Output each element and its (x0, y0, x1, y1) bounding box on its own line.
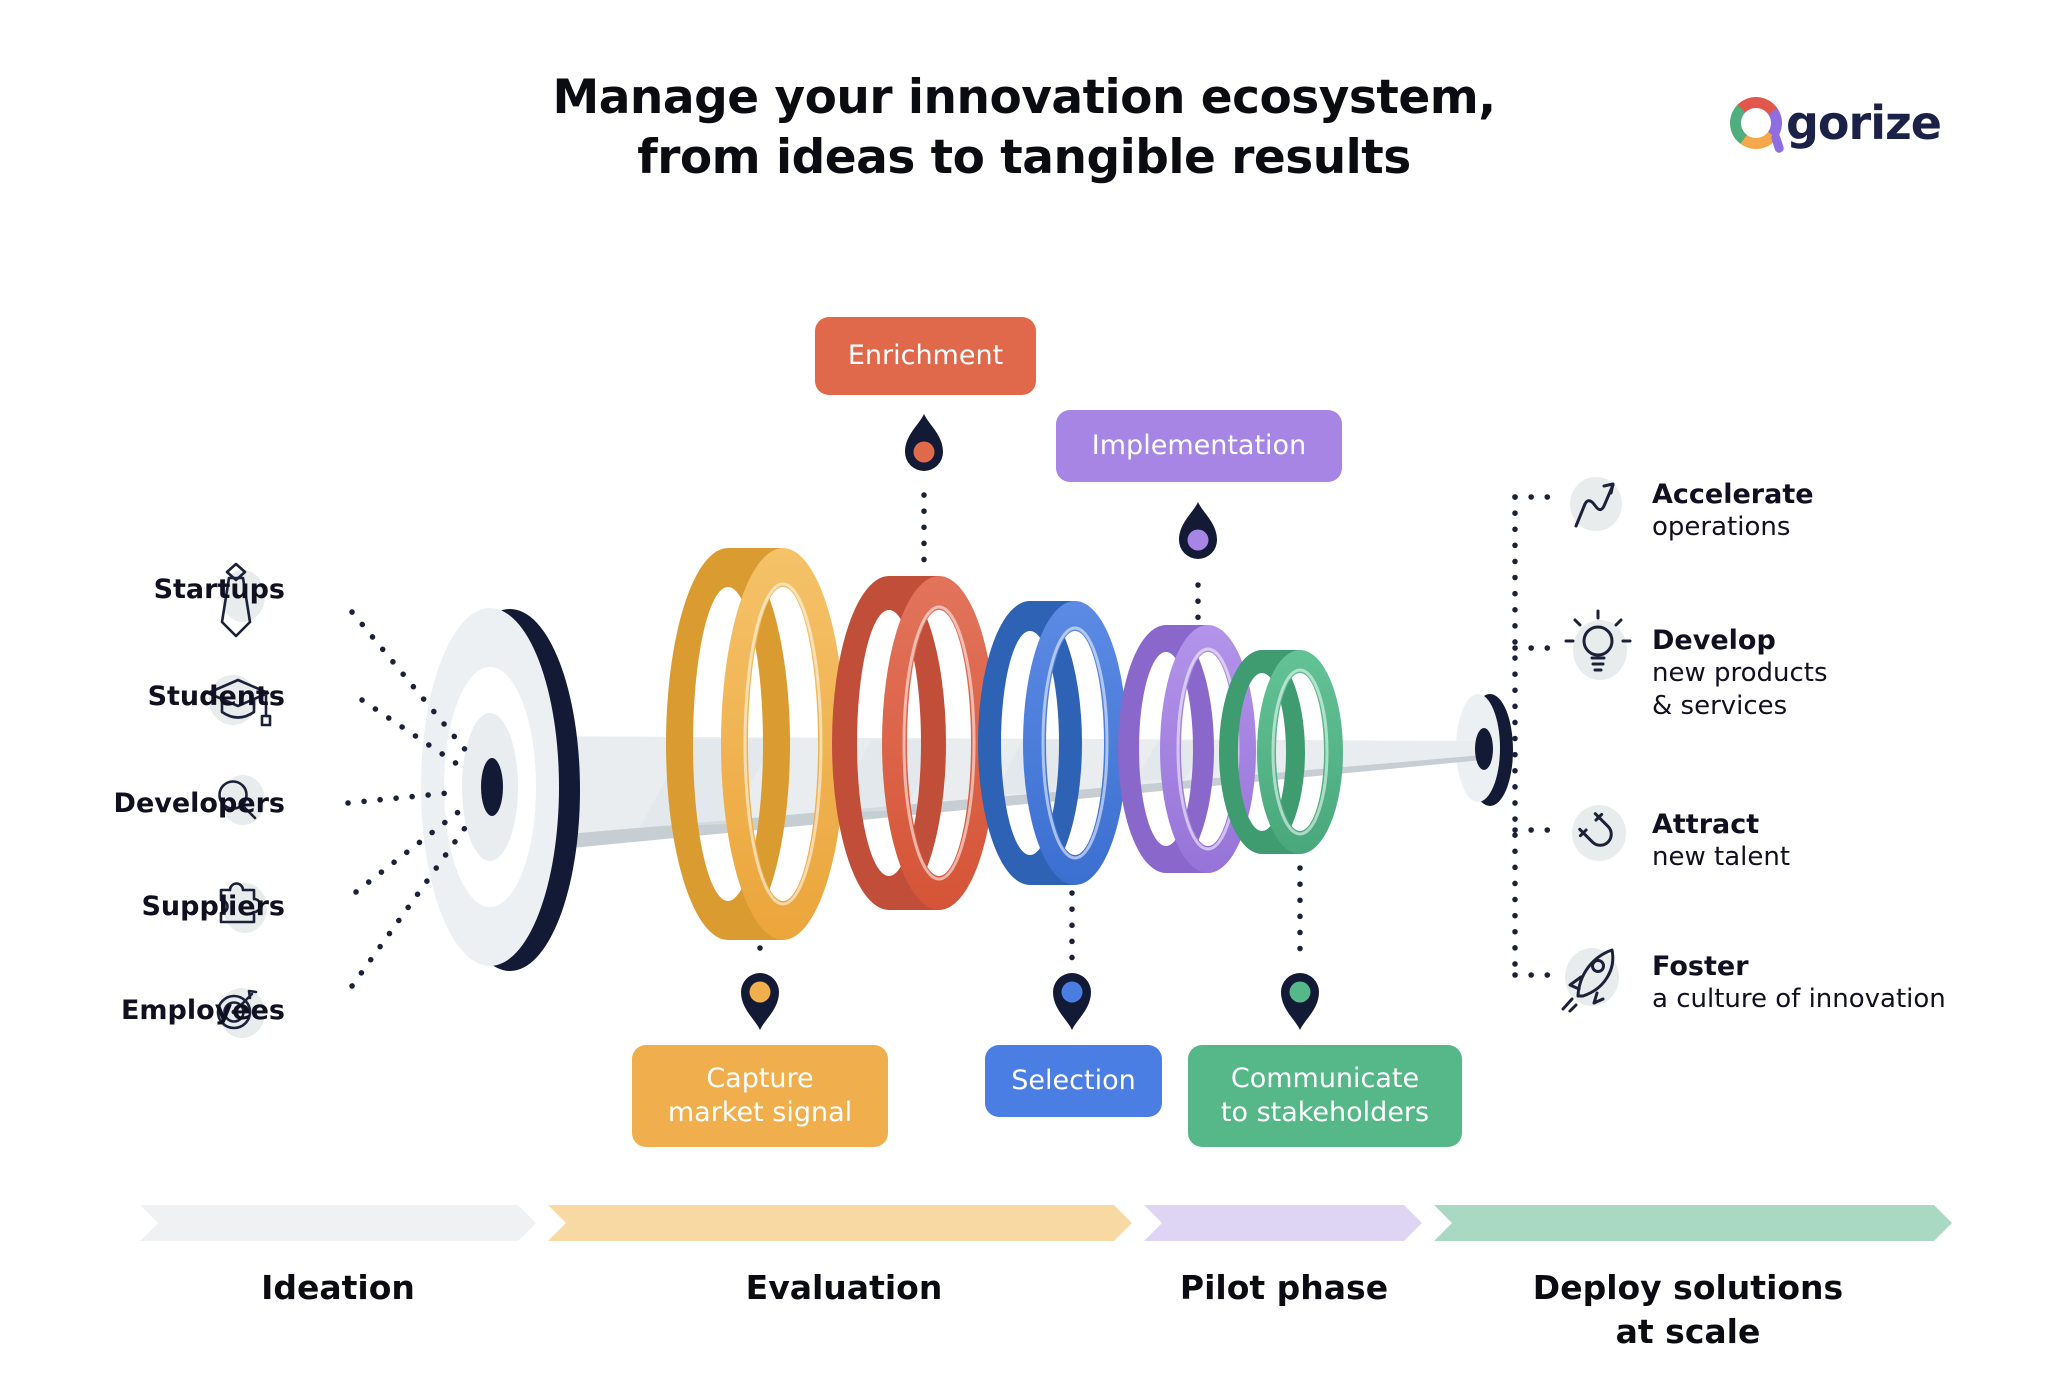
timeline-label-pilot-phase: Pilot phase (1179, 1268, 1389, 1307)
stage-label-implementation: Implementation (1056, 410, 1342, 482)
trend-arrow-icon (1570, 477, 1622, 531)
stage-label-capture-market-signal: Capture market signal (632, 1045, 888, 1147)
outcome-foster: Foster a culture of innovation (1652, 951, 1946, 1014)
timeline-label-evaluation: Evaluation (745, 1268, 943, 1307)
outcome-icons (1561, 477, 1632, 1013)
timeline-bar-deploy (1434, 1205, 1952, 1241)
pin-implementation (1179, 502, 1217, 559)
dotted-connectors (345, 492, 1557, 989)
stakeholder-label-startups: Startups (153, 574, 285, 605)
puzzle-icon (219, 882, 267, 933)
stakeholder-label-developers: Developers (113, 788, 285, 819)
map-pins (741, 414, 1319, 1030)
page-title: Manage your innovation ecosystem, from i… (0, 68, 2048, 188)
title-line-2: from ideas to tangible results (637, 130, 1411, 185)
ring-green (1219, 650, 1343, 854)
stakeholder-icons (206, 562, 272, 1038)
pin-communicate (1281, 973, 1319, 1030)
pin-selection (1053, 973, 1091, 1030)
right-end-disc-hub (1475, 728, 1493, 770)
timeline-bar-evaluation (548, 1205, 1132, 1241)
timeline-bar-pilot-phase (1144, 1205, 1422, 1241)
ideation-disc (421, 608, 580, 971)
stakeholder-label-suppliers: Suppliers (141, 891, 285, 922)
logo-ring-icon (1730, 97, 1785, 154)
lightbulb-icon (1564, 609, 1632, 680)
ring-yellow (666, 548, 845, 940)
tie-icon (220, 562, 265, 638)
stakeholder-label-students: Students (147, 681, 285, 712)
stage-label-communicate-to-stakeholders: Communicate to stakeholders (1188, 1045, 1462, 1147)
outcome-attract: Attract new talent (1652, 809, 1791, 872)
stage-label-enrichment: Enrichment (815, 317, 1036, 395)
outcome-accelerate: Accelerate operations (1652, 479, 1814, 542)
target-icon (216, 988, 265, 1038)
title-line-1: Manage your innovation ecosystem, (552, 70, 1496, 125)
stakeholder-label-employees: Employees (120, 995, 285, 1026)
magnifier-icon (218, 775, 265, 825)
rocket-icon (1561, 948, 1619, 1013)
stage-label-selection: Selection (985, 1045, 1162, 1117)
magnet-icon (1572, 805, 1626, 861)
timeline-label-ideation: Ideation (261, 1268, 415, 1307)
timeline-bar-ideation (140, 1205, 536, 1241)
agorize-logo: gorize (1730, 92, 1990, 154)
ring-red (832, 576, 996, 910)
pin-enrichment (905, 414, 943, 471)
logo-wordmark: gorize (1786, 96, 1942, 150)
ring-blue (978, 601, 1127, 885)
outcome-develop: Develop new products & services (1652, 625, 1828, 721)
timeline-label-deploy: Deploy solutions at scale (1532, 1268, 1844, 1351)
pin-capture (741, 973, 779, 1030)
graduation-cap-icon (206, 675, 272, 727)
